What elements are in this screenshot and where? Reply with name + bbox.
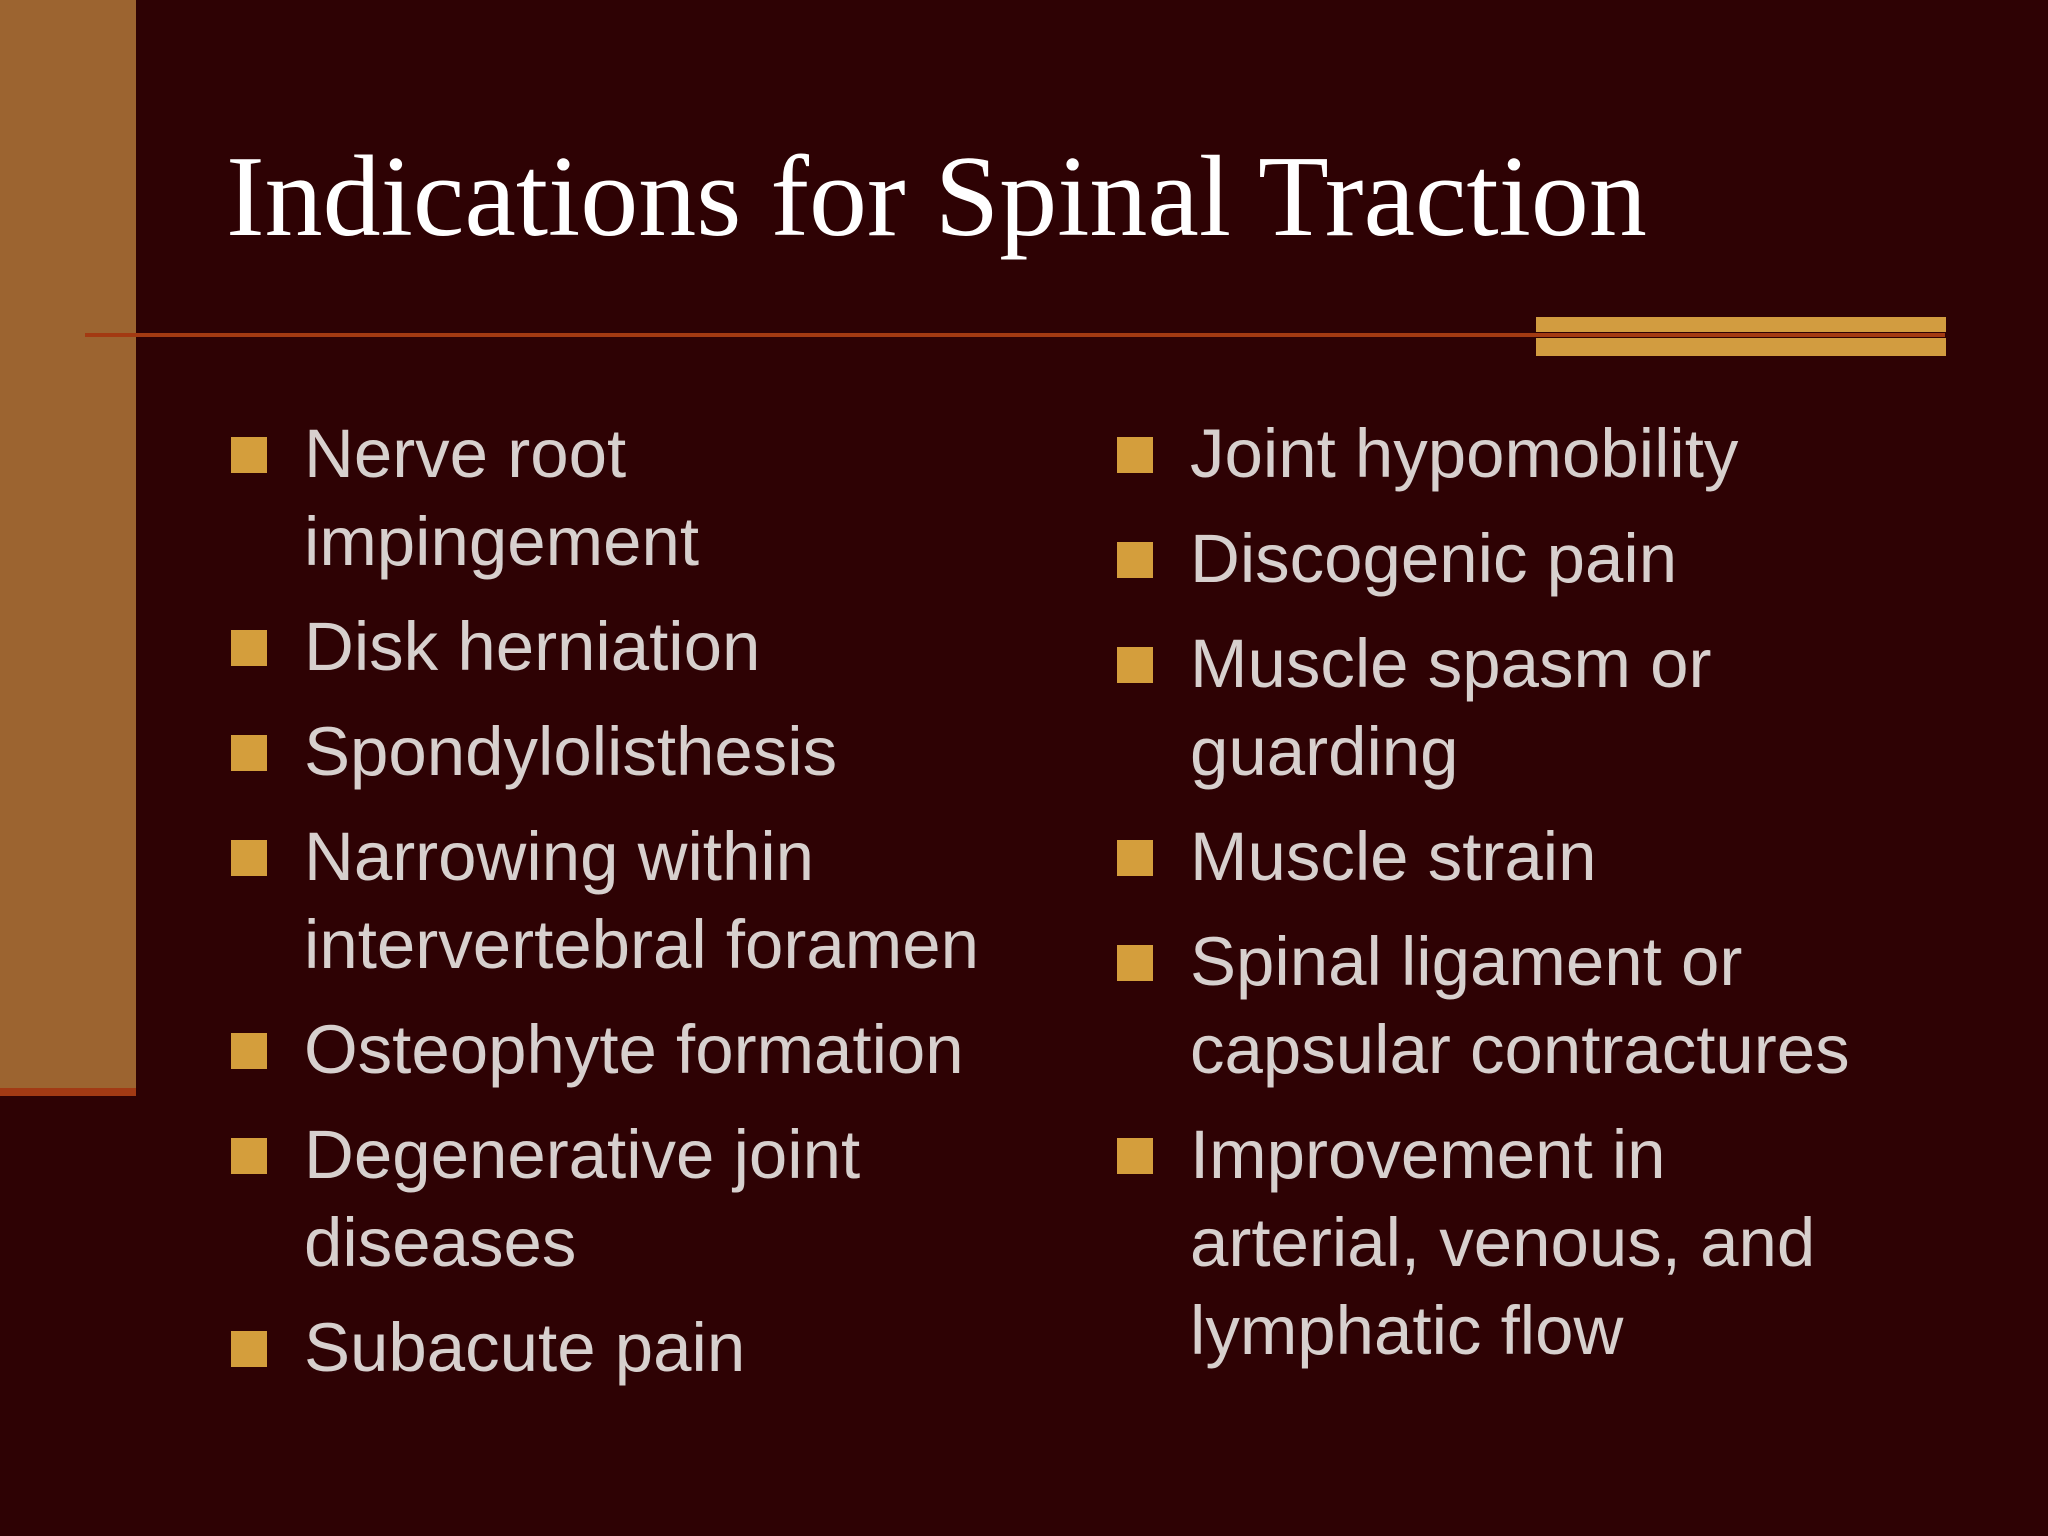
bullet-item: Degenerative joint diseases [226, 1111, 1086, 1287]
square-bullet-icon [231, 840, 267, 876]
divider-accent-bottom [1536, 338, 1946, 356]
side-accent-bar [0, 0, 136, 1092]
bullet-item: Spinal ligament or capsular contractures [1112, 918, 1932, 1094]
square-bullet-icon [231, 1138, 267, 1174]
square-bullet-icon [1117, 840, 1153, 876]
bullet-line: impingement [304, 503, 700, 580]
left-bullet-list: Nerve root impingement Disk herniation S… [226, 410, 1086, 1409]
square-bullet-icon [231, 437, 267, 473]
bullet-item: Spondylolisthesis [226, 708, 1086, 796]
bullet-item: Nerve root impingement [226, 410, 1086, 586]
bullet-line: lymphatic flow [1190, 1292, 1624, 1369]
divider-accent-top [1536, 317, 1946, 332]
square-bullet-icon [231, 630, 267, 666]
bullet-line: Spinal ligament or [1190, 923, 1743, 1000]
bullet-line: Subacute pain [304, 1309, 746, 1386]
bullet-item: Disk herniation [226, 603, 1086, 691]
bullet-item: Joint hypomobility [1112, 410, 1932, 498]
bullet-line: Nerve root [304, 415, 627, 492]
bullet-line: intervertebral foramen [304, 906, 979, 983]
square-bullet-icon [231, 735, 267, 771]
title-divider-line [85, 333, 1945, 337]
bullet-item: Osteophyte formation [226, 1006, 1086, 1094]
bullet-line: Improvement in [1190, 1116, 1666, 1193]
bullet-item: Improvement in arterial, venous, and lym… [1112, 1111, 1932, 1375]
square-bullet-icon [231, 1331, 267, 1367]
bullet-line: Spondylolisthesis [304, 713, 838, 790]
bullet-line: diseases [304, 1204, 577, 1281]
square-bullet-icon [1117, 1138, 1153, 1174]
side-accent-bar-edge [0, 1088, 136, 1096]
bullet-line: Muscle spasm or [1190, 625, 1712, 702]
square-bullet-icon [231, 1033, 267, 1069]
bullet-line: Joint hypomobility [1190, 415, 1739, 492]
bullet-line: Narrowing within [304, 818, 815, 895]
bullet-line: arterial, venous, and [1190, 1204, 1816, 1281]
bullet-item: Narrowing within intervertebral foramen [226, 813, 1086, 989]
bullet-line: Discogenic pain [1190, 520, 1678, 597]
bullet-line: Degenerative joint [304, 1116, 861, 1193]
bullet-item: Discogenic pain [1112, 515, 1932, 603]
square-bullet-icon [1117, 647, 1153, 683]
bullet-item: Muscle spasm or guarding [1112, 620, 1932, 796]
bullet-item: Muscle strain [1112, 813, 1932, 901]
bullet-line: guarding [1190, 713, 1459, 790]
square-bullet-icon [1117, 945, 1153, 981]
bullet-item: Subacute pain [226, 1304, 1086, 1392]
bullet-line: Osteophyte formation [304, 1011, 964, 1088]
slide-title: Indications for Spinal Traction [226, 133, 1647, 261]
bullet-line: Disk herniation [304, 608, 761, 685]
square-bullet-icon [1117, 542, 1153, 578]
square-bullet-icon [1117, 437, 1153, 473]
bullet-line: capsular contractures [1190, 1011, 1850, 1088]
bullet-line: Muscle strain [1190, 818, 1597, 895]
right-bullet-list: Joint hypomobility Discogenic pain Muscl… [1112, 410, 1932, 1392]
